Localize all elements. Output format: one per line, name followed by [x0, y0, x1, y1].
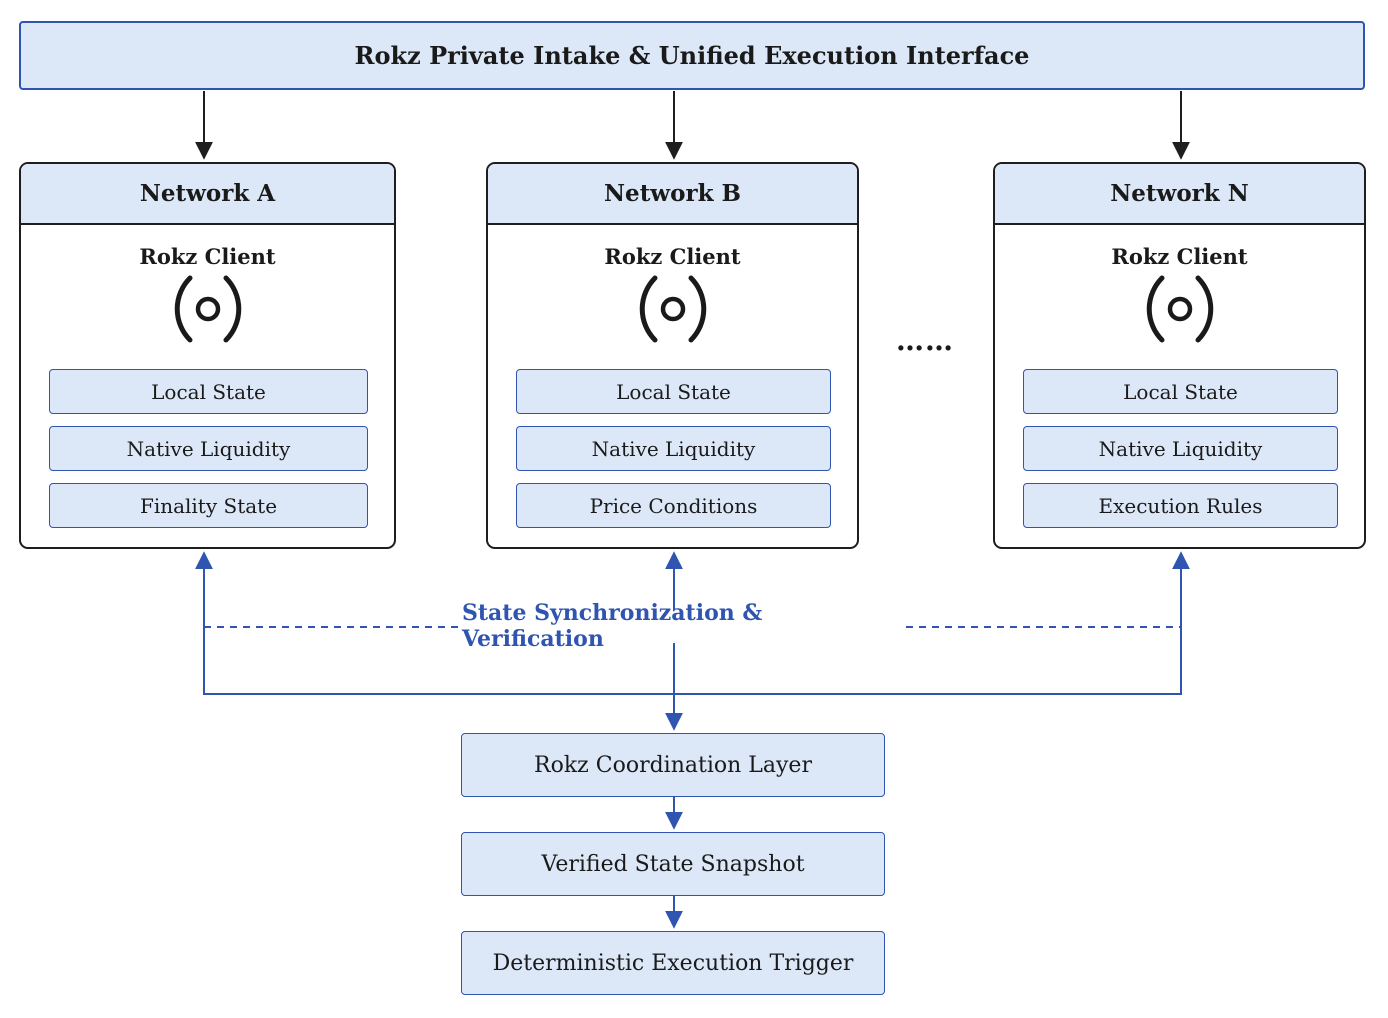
broadcast-signal-icon: [174, 275, 241, 343]
network-n-client-title: Rokz Client: [1111, 244, 1248, 269]
network-n-execution-rules: Execution Rules: [1023, 483, 1338, 528]
execution-trigger-box: Deterministic Execution Trigger: [461, 931, 885, 995]
network-b-header: Network B: [488, 164, 857, 225]
sync-verification-label: State Synchronization & Verification: [462, 600, 906, 652]
network-a-client-title: Rokz Client: [139, 244, 276, 269]
network-a-finality-state: Finality State: [49, 483, 368, 528]
network-b-panel: Network B Rokz Client Local State Native…: [486, 162, 859, 549]
more-networks-ellipsis: ……: [896, 324, 954, 357]
coordination-loop-line: [195, 551, 1190, 695]
verified-state-snapshot-box: Verified State Snapshot: [461, 832, 885, 896]
network-n-local-state: Local State: [1023, 369, 1338, 414]
network-n-header: Network N: [995, 164, 1364, 225]
network-a-native-liquidity: Native Liquidity: [49, 426, 368, 471]
network-n-native-liquidity: Native Liquidity: [1023, 426, 1338, 471]
network-n-title: Network N: [1110, 180, 1249, 207]
interface-title: Rokz Private Intake & Unified Execution …: [354, 41, 1030, 70]
network-b-native-liquidity: Native Liquidity: [516, 426, 831, 471]
sync-label-text: State Synchronization & Verification: [462, 600, 763, 652]
network-a-header: Network A: [21, 164, 394, 225]
network-b-local-state: Local State: [516, 369, 831, 414]
network-n-panel: Network N Rokz Client Local State Native…: [993, 162, 1366, 549]
network-a-local-state: Local State: [49, 369, 368, 414]
network-b-client-title: Rokz Client: [604, 244, 741, 269]
broadcast-signal-icon: [639, 275, 706, 343]
unified-execution-interface: Rokz Private Intake & Unified Execution …: [19, 21, 1365, 90]
network-b-title: Network B: [604, 180, 741, 207]
network-a-title: Network A: [139, 180, 276, 207]
network-b-price-conditions: Price Conditions: [516, 483, 831, 528]
coordination-layer-box: Rokz Coordination Layer: [461, 733, 885, 797]
broadcast-signal-icon: [1146, 275, 1213, 343]
network-a-panel: Network A Rokz Client Local State Native…: [19, 162, 396, 549]
